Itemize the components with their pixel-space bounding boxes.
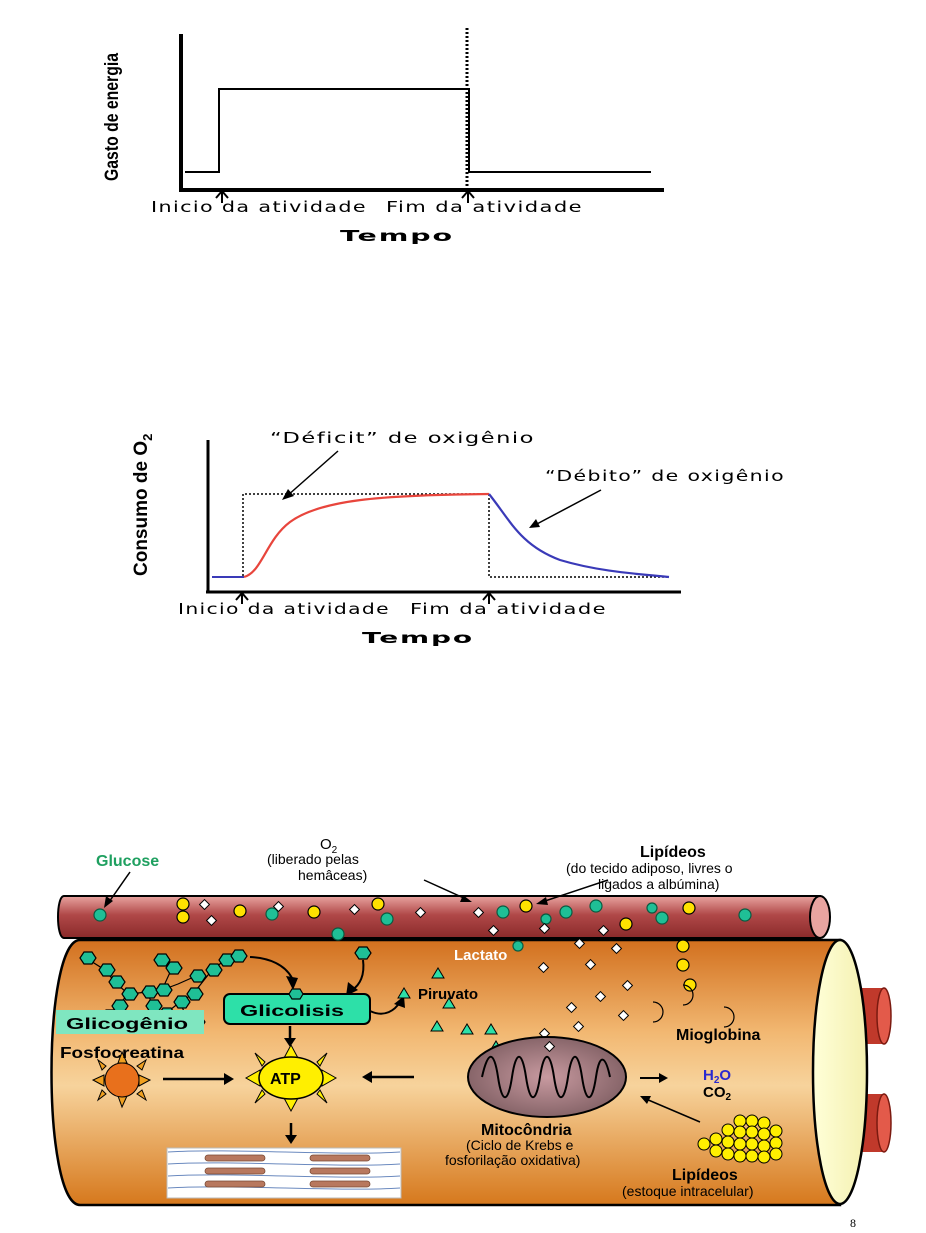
energy-line [185, 88, 651, 173]
start-arrow-icon [235, 591, 249, 604]
metabolism-diagram: Glicolisis Glicogênio Piruvato Lactato [50, 836, 892, 1207]
vessel-endcap [809, 895, 831, 939]
myoglobin-label: Mioglobina [676, 1027, 761, 1044]
end-arrow-icon [461, 189, 475, 203]
fosfocreatina-sun-icon [91, 1050, 152, 1109]
intracellular-lipids-title: Lipídeos [672, 1167, 738, 1184]
atp-to-muscle-arrow [285, 1123, 297, 1144]
deficit-curve [243, 492, 490, 579]
lipid-to-mito-arrow [640, 1096, 701, 1123]
muscle-endcap [811, 938, 869, 1206]
pyruvate-label: Piruvato [418, 986, 478, 1003]
myofibril-image [166, 1147, 402, 1199]
glycolysis-label: Glicolisis [240, 1003, 344, 1020]
lactate-label: Lactato [454, 947, 507, 964]
page-number: 8 [850, 1216, 856, 1230]
energy-chart: Gasto de energia Inicio da atividade Fim… [102, 28, 664, 245]
lipids-arrow [536, 879, 609, 905]
mitochondria-icon [467, 1036, 627, 1118]
h2o-label: H2O [703, 1067, 731, 1086]
o2-desc-line2: hemâceas) [298, 867, 367, 883]
mitochondria-label: Mitocôndria [481, 1122, 572, 1139]
intracellular-lipid-cluster [697, 1114, 783, 1164]
mito-to-h2o-arrow [640, 1073, 668, 1083]
debito-label: “Débito” de oxigênio [545, 467, 785, 485]
lipids-title: Lipídeos [640, 844, 706, 861]
deficit-label: “Déficit” de oxigênio [270, 429, 535, 447]
glycogen-label-box: Glicogênio [56, 1010, 204, 1034]
co2-label: CO2 [703, 1084, 732, 1103]
glycogen-chain [79, 946, 372, 1029]
fosfocreatina-label: Fosfocreatina [60, 1045, 184, 1062]
demand-dotted-line [212, 493, 669, 578]
glycolysis-to-pyruvate-arrow [369, 996, 405, 1015]
end-arrow-icon [482, 591, 496, 604]
vessel-glucose-molecules [93, 899, 752, 941]
oxygen-ylabel: Consumo de O2 [131, 434, 155, 576]
energy-ylabel: Gasto de energia [102, 53, 123, 181]
lactate-molecules [512, 940, 524, 952]
vessel-lipid-droplets [176, 897, 697, 992]
mito-desc-line2: fosforilação oxidativa) [445, 1152, 580, 1168]
energy-start-label: Inicio da atividade [151, 198, 367, 216]
o2-desc-line1: (liberado pelas [267, 851, 359, 867]
intracellular-lipids-desc: (estoque intracelular) [622, 1183, 754, 1199]
o2-title: O2 [320, 836, 338, 856]
lipids-desc-line1: (do tecido adiposo, livres o [566, 860, 733, 876]
glucose-to-glycolysis-arrows [249, 956, 365, 996]
glycogen-label: Glicogênio [66, 1016, 188, 1033]
o2-arrow [423, 879, 472, 902]
glycolysis-box: Glicolisis [223, 988, 371, 1025]
mitochondria-to-atp-arrow [362, 1071, 414, 1083]
mito-desc-line1: (Ciclo de Krebs e [466, 1137, 574, 1153]
oxygen-molecules [198, 898, 634, 1053]
glucose-label: Glucose [96, 853, 159, 870]
energy-xlabel: Tempo [340, 227, 454, 245]
debito-pointer-arrow [529, 489, 602, 528]
oxygen-start-label: Inicio da atividade [178, 600, 390, 618]
oxygen-chart: “Déficit” de oxigênio “Débito” de oxigên… [131, 429, 785, 647]
fosfocreatina-to-atp-arrow [163, 1073, 234, 1085]
myoglobin-icons [652, 984, 735, 1028]
oxygen-end-label: Fim da atividade [410, 600, 607, 618]
lipids-desc-line2: ligados a albúmina) [598, 876, 719, 892]
glycolysis-to-atp-arrow [284, 1026, 296, 1047]
atp-label: ATP [270, 1071, 301, 1088]
energy-end-label: Fim da atividade [386, 198, 583, 216]
blood-vessel [57, 895, 831, 939]
atp-sun-icon: ATP [244, 1043, 338, 1113]
deficit-pointer-arrow [282, 450, 339, 500]
debito-curve [488, 493, 670, 579]
oxygen-xlabel: Tempo [362, 629, 474, 647]
glucose-arrow [104, 871, 131, 908]
start-arrow-icon [215, 189, 229, 203]
